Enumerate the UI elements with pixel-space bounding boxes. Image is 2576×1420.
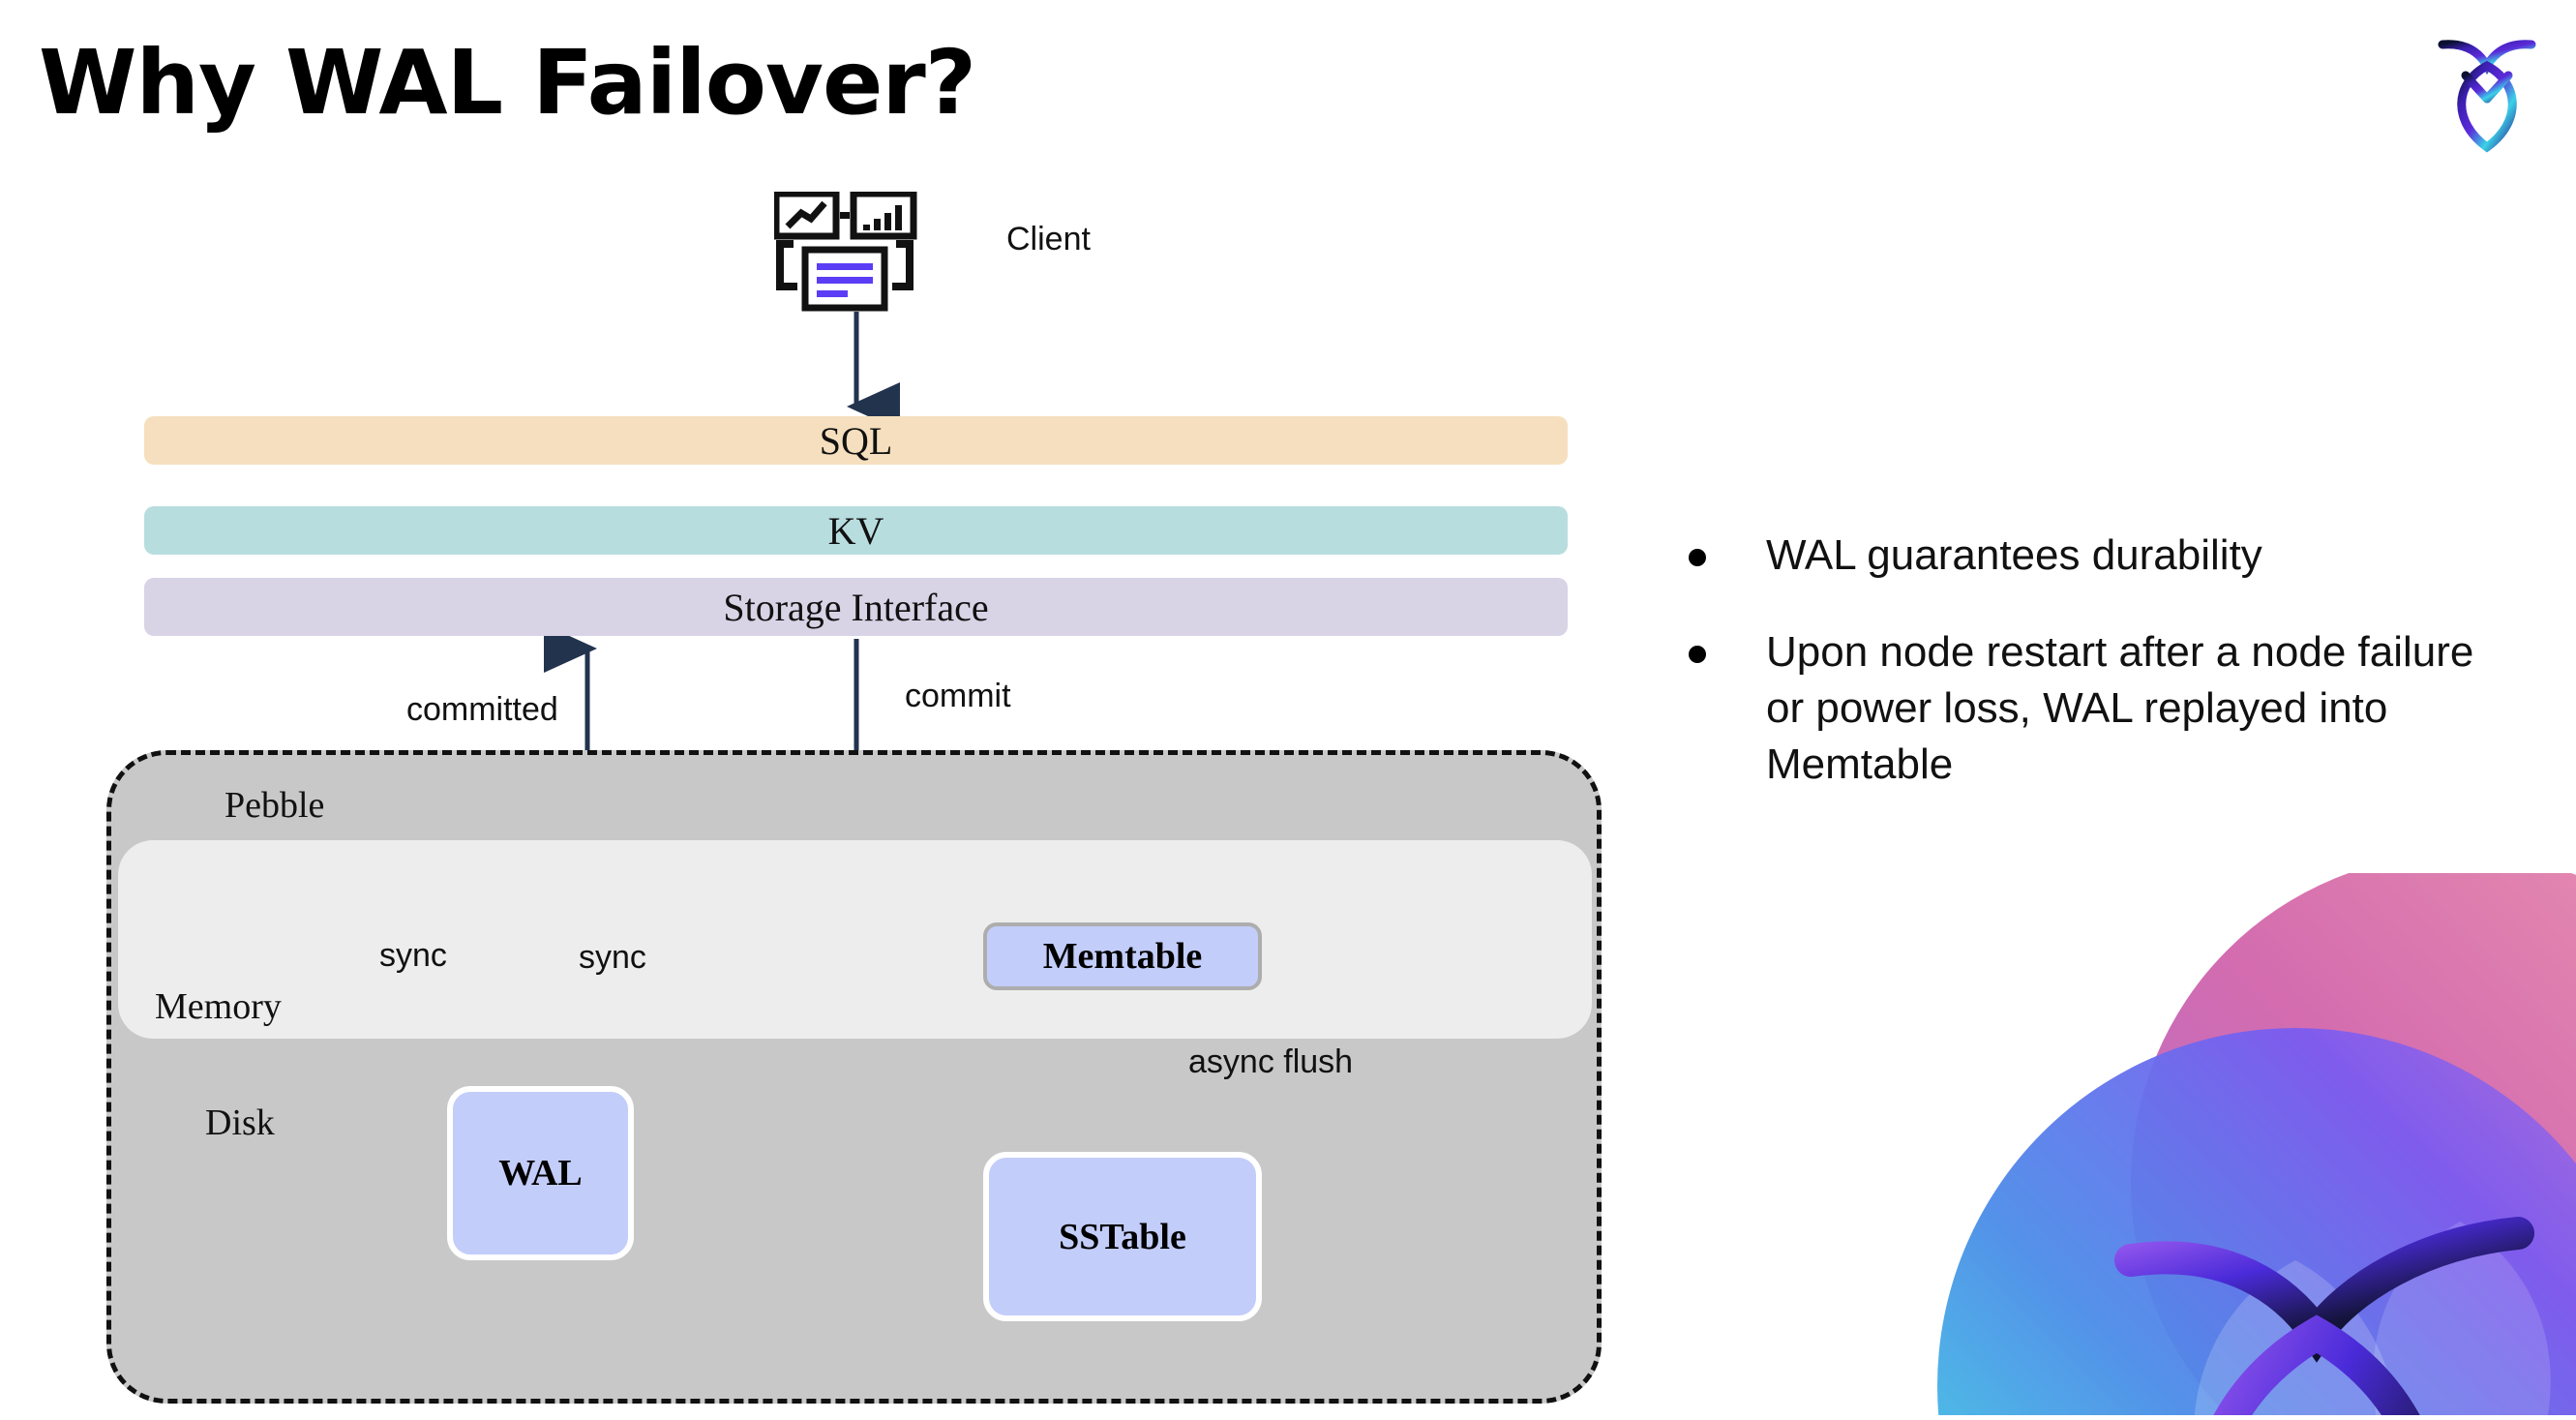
node-wal-label: WAL (498, 1153, 583, 1193)
stack-layer-kv-label: KV (827, 508, 884, 553)
cockroach-gradient-art-icon (1841, 873, 2576, 1415)
stack-layer-storage-interface[interactable]: Storage Interface (144, 578, 1568, 636)
node-memtable[interactable]: Memtable (983, 922, 1262, 990)
memory-region (118, 840, 1592, 1039)
stack-layer-sql[interactable]: SQL (144, 416, 1568, 465)
bullet-text: Upon node restart after a node failure o… (1766, 628, 2474, 789)
cockroach-logo-icon (2433, 27, 2541, 153)
stack-layer-sql-label: SQL (819, 418, 893, 463)
list-item: Upon node restart after a node failure o… (1689, 624, 2492, 793)
edge-label-committed: committed (406, 691, 558, 728)
page-title: Why WAL Failover? (39, 31, 976, 135)
bullet-dot-icon (1689, 549, 1706, 566)
client-dashboard-icon (772, 190, 929, 317)
edge-label-commit: commit (905, 678, 1011, 714)
bullet-list: WAL guarantees durability Upon node rest… (1689, 528, 2492, 833)
stack-layer-kv[interactable]: KV (144, 506, 1568, 555)
edge-label-async-flush: async flush (1188, 1043, 1354, 1080)
node-wal[interactable]: WAL (447, 1086, 634, 1260)
edge-label-sync-right: sync (579, 939, 646, 976)
stack-layer-storage-interface-label: Storage Interface (723, 585, 989, 629)
architecture-diagram: Client SQL KV Storage Interface Pebble M… (106, 190, 1602, 1404)
edge-label-sync-left: sync (379, 937, 447, 974)
node-memtable-label: Memtable (1042, 936, 1203, 977)
pebble-label: Pebble (225, 785, 325, 826)
list-item: WAL guarantees durability (1689, 528, 2492, 584)
node-sstable[interactable]: SSTable (983, 1152, 1262, 1321)
bullet-text: WAL guarantees durability (1766, 531, 2262, 579)
bullet-dot-icon (1689, 646, 1706, 664)
memory-label: Memory (155, 986, 282, 1027)
client-label: Client (1006, 221, 1091, 257)
disk-label: Disk (205, 1103, 275, 1143)
node-sstable-label: SSTable (1059, 1216, 1186, 1257)
